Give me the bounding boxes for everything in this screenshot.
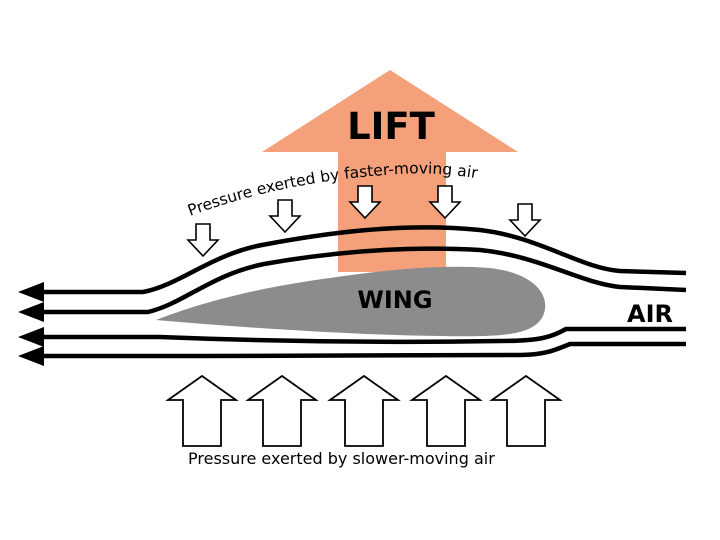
down-arrow-icon [428,185,462,220]
airflow-line-4 [42,341,686,359]
wing-label: WING [357,286,432,314]
down-arrow-icon [348,185,382,220]
left-arrow-icon [18,302,44,322]
airflow-lines [42,225,687,359]
airflow-line-3 [42,326,686,345]
bottom-pressure-arrows [165,374,563,447]
left-arrow-icon [18,282,44,302]
up-arrow-icon [489,374,563,447]
lift-arrow [262,70,518,272]
top-pressure-arrows [186,185,542,258]
wing-shape [156,266,546,337]
up-arrow-icon [245,374,319,447]
left-arrow-icon [18,346,44,366]
airflow-line-1 [42,225,687,295]
air-label: AIR [627,300,673,328]
airflow-line-2 [42,246,687,315]
down-arrow-icon [186,223,220,258]
down-arrow-icon [508,203,542,238]
up-arrow-icon [165,374,239,447]
down-arrow-icon [268,199,302,234]
up-arrow-icon [327,374,401,447]
flow-arrowheads [18,282,44,366]
bottom-pressure-label: Pressure exerted by slower-moving air [188,449,495,468]
up-arrow-icon [409,374,483,447]
lift-label: LIFT [347,105,436,148]
left-arrow-icon [18,327,44,347]
